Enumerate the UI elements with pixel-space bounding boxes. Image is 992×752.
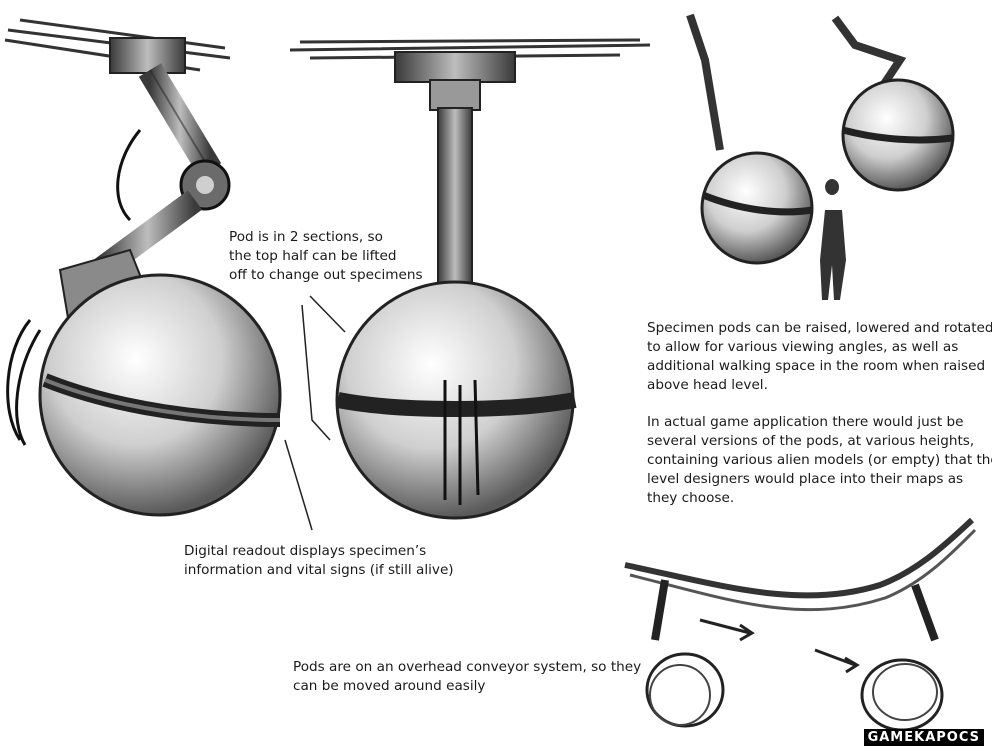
raised-lowered-note: Specimen pods can be raised, lowered and… [647, 320, 992, 393]
conveyor-note: Pods are on an overhead conveyor system,… [293, 659, 642, 694]
leader-lines [284, 295, 346, 531]
game-application-note: In actual game application there would j… [647, 414, 992, 506]
overhead-conveyor-sketch [624, 517, 977, 732]
specimen-pod-side-sketch [4, 18, 282, 517]
raised-pods-with-human-figure-sketch [686, 13, 955, 300]
watermark: GAMEKAPOCS [863, 729, 984, 746]
digital-readout-note: Digital readout displays specimen’s info… [184, 543, 454, 578]
pod-sections-note: Pod is in 2 sections, so the top half ca… [229, 229, 423, 283]
specimen-pod-front-sketch [289, 38, 651, 520]
